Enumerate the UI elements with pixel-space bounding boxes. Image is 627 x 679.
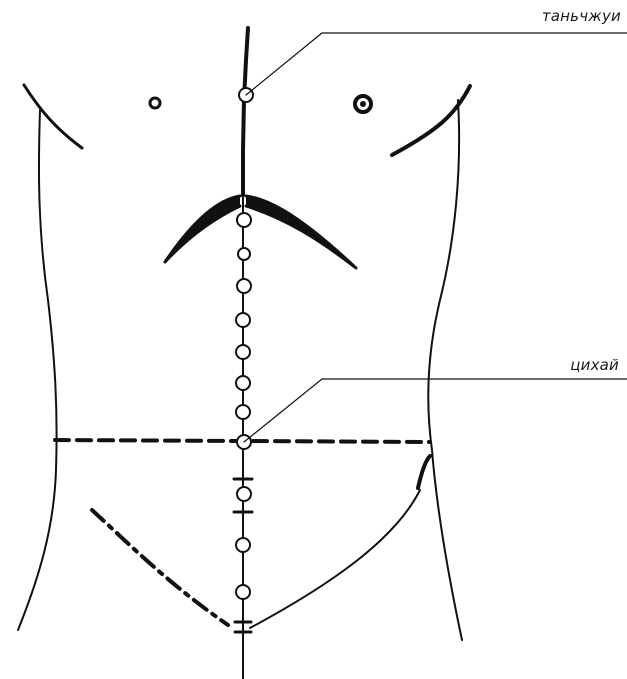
acupoint bbox=[238, 248, 250, 260]
right-costal-margin bbox=[246, 196, 356, 268]
right-nipple-center bbox=[360, 101, 366, 107]
acupoint bbox=[236, 345, 250, 359]
acupoint bbox=[236, 376, 250, 390]
right-inguinal-line bbox=[250, 490, 420, 628]
left-body-contour bbox=[18, 110, 57, 630]
acupoint bbox=[237, 279, 251, 293]
acupoint bbox=[236, 313, 250, 327]
midline-upper bbox=[243, 28, 248, 195]
left-shoulder-line bbox=[24, 85, 82, 148]
right-hip-stroke bbox=[418, 456, 430, 488]
callout-line-middle bbox=[244, 379, 627, 442]
left-inguinal-line bbox=[92, 510, 228, 625]
callout-label-top: таньчжуи bbox=[542, 7, 621, 25]
callout-label-middle: цихай bbox=[570, 356, 619, 374]
acupoint bbox=[237, 213, 251, 227]
acupoint bbox=[237, 487, 251, 501]
acupoint bbox=[236, 405, 250, 419]
right-body-contour bbox=[428, 100, 462, 640]
left-nipple bbox=[150, 98, 160, 108]
left-costal-margin bbox=[165, 196, 240, 262]
acupoint bbox=[236, 585, 250, 599]
callout-line-top bbox=[246, 33, 627, 95]
acupoint bbox=[236, 538, 250, 552]
